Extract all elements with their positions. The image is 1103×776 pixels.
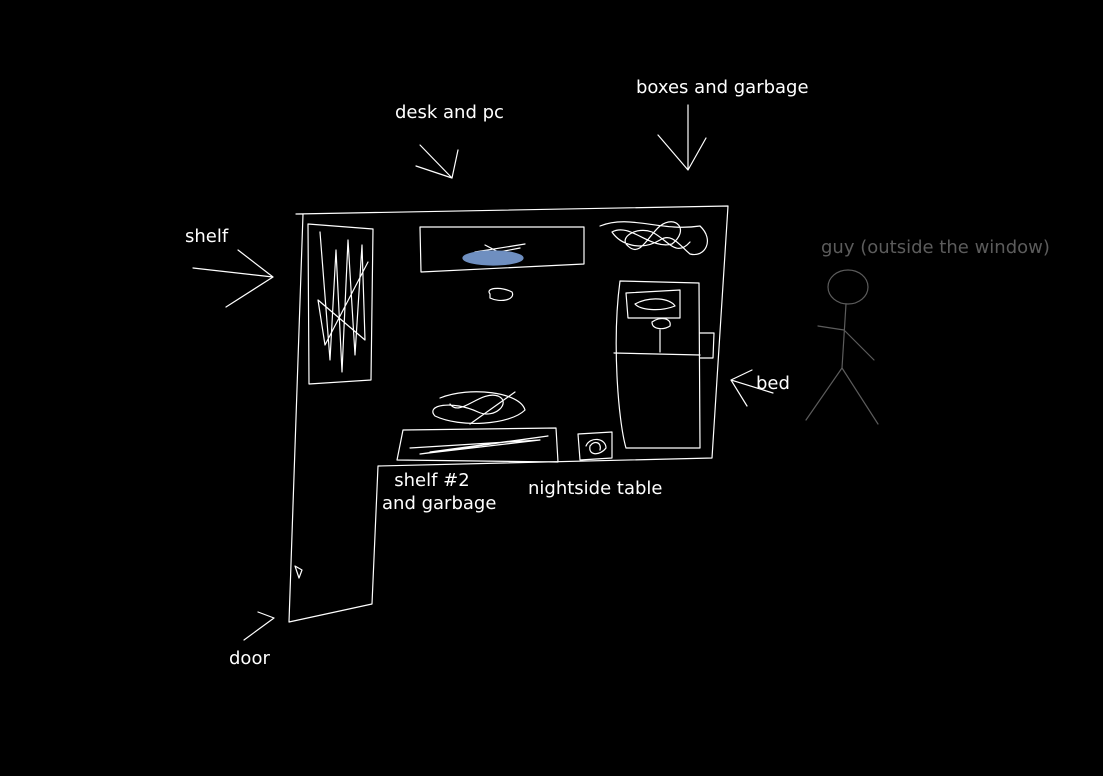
boxes-label: boxes and garbage	[636, 77, 809, 98]
boxes-garbage-scribble	[599, 221, 708, 256]
nightside-table-label: nightside table	[528, 478, 663, 499]
shelf-label: shelf	[185, 226, 229, 247]
shelf-furniture	[307, 223, 374, 385]
desk-furniture	[419, 226, 585, 302]
boxes-arrow	[657, 104, 707, 171]
door-handle	[294, 565, 303, 579]
bed-label: bed	[756, 373, 790, 394]
shelf2-label: shelf #2 and garbage	[382, 469, 497, 515]
door-label: door	[229, 648, 270, 669]
shelf2-label-line1: shelf #2	[394, 470, 470, 491]
room-outline	[288, 205, 729, 623]
desk-arrow	[415, 144, 459, 179]
shelf2-label-line2: and garbage	[382, 493, 497, 514]
bed-furniture	[613, 280, 715, 449]
bed-arrow	[730, 369, 774, 407]
shelf-arrow	[192, 249, 274, 308]
pc-marker	[462, 250, 524, 266]
desk-label: desk and pc	[395, 102, 504, 123]
nightside-table-furniture	[577, 431, 613, 461]
guy-label: guy (outside the window)	[821, 237, 1050, 258]
guy-stick-figure	[805, 269, 879, 425]
desk-chair	[488, 287, 514, 302]
door-arrow	[243, 611, 275, 641]
shelf2-furniture	[396, 391, 559, 463]
pointer-arrows	[192, 104, 774, 641]
